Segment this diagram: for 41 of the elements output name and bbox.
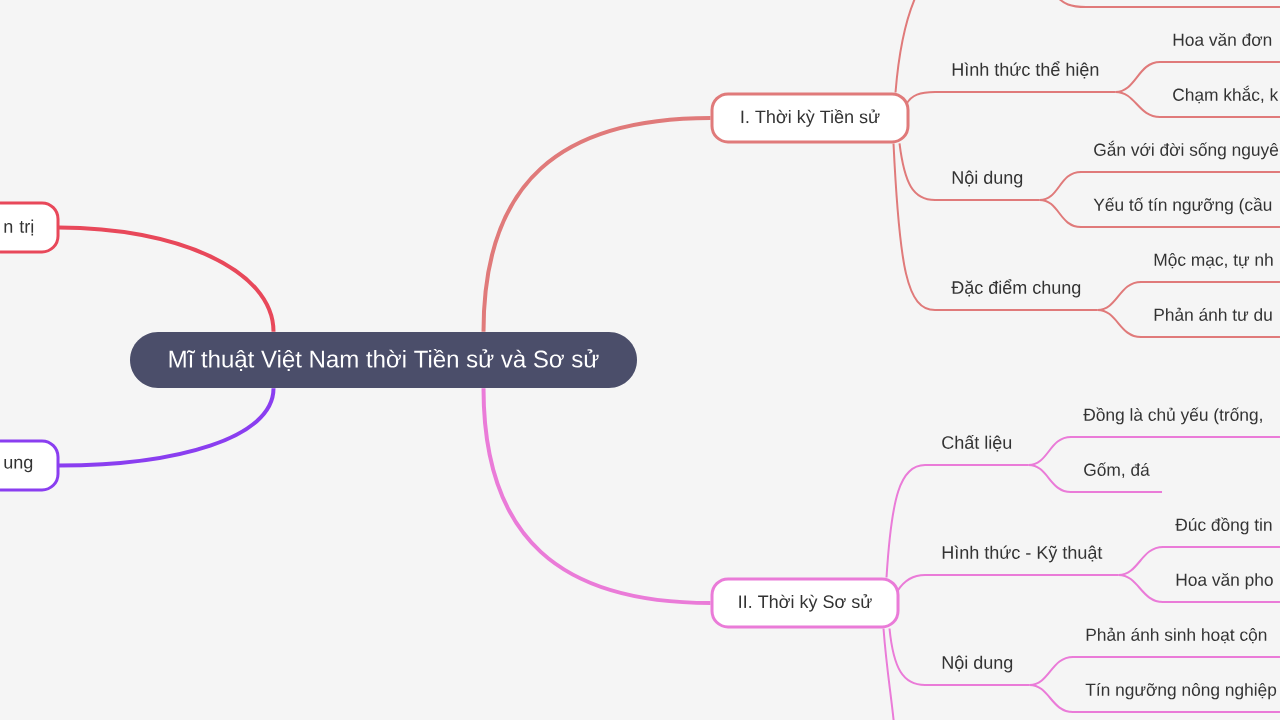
branch-line [58,387,276,468]
branch-line [1114,91,1161,118]
branch-line [1117,574,1164,603]
subtopic-label: Hoa văn đơn [1159,32,1280,63]
subtopic-label: Nội dung [924,655,1031,686]
subtopic-label: Đặc điểm chung [934,279,1099,311]
subtopic-label: Đúc đồng tin [1162,517,1280,548]
branch-line [892,142,936,311]
branch-line [885,464,926,579]
branch-line [1096,309,1142,338]
branch-line [898,142,936,201]
subtopic-label: Gốm, đá [1070,462,1163,493]
branch-line [481,116,711,332]
subtopic-label: Phản ánh sinh hoạt cộn [1072,627,1280,658]
branch-line [882,627,895,720]
subtopic-label: Chất liệu [924,434,1030,466]
branch-line [1038,199,1082,228]
subtopic-label: Tín ngưỡng nông nghiệp [1072,682,1280,713]
branch-line [58,225,276,332]
branch-line [1027,464,1072,493]
subtopic-label: Nội dung [934,170,1041,201]
branch-line [896,574,926,592]
subtopic-label: Hình thức - Kỹ thuật [924,545,1120,576]
subtopic-label: Phản ánh tư du [1140,307,1280,338]
subtopic-label: Gắn với đời sống nguyê [1080,140,1280,173]
subtopic-label: Mộc mạc, tự nh [1140,253,1280,283]
subtopic-label: Đồng là chủ yếu (trống, [1070,407,1280,438]
branch-line [481,388,711,605]
topic-box: I. Thời kỳ Tiền sử [710,92,910,144]
branch-line [894,0,917,94]
topic-box: II. Thời kỳ Sơ sử [710,577,900,629]
subtopic-label: Yếu tố tín ngưỡng (cầu [1080,197,1280,228]
branch-line [1028,684,1074,713]
branch-line [905,91,936,105]
topic-box: ung [0,439,60,492]
central-topic: Mĩ thuật Việt Nam thời Tiền sử và Sơ sử [130,332,637,388]
subtopic-label: Hoa văn pho [1162,572,1280,603]
subtopic-label: Chạm khắc, k [1159,85,1280,118]
topic-box: n trị [0,201,60,254]
branch-line [888,627,926,686]
subtopic-label: Hình thức thể hiện [934,61,1117,93]
